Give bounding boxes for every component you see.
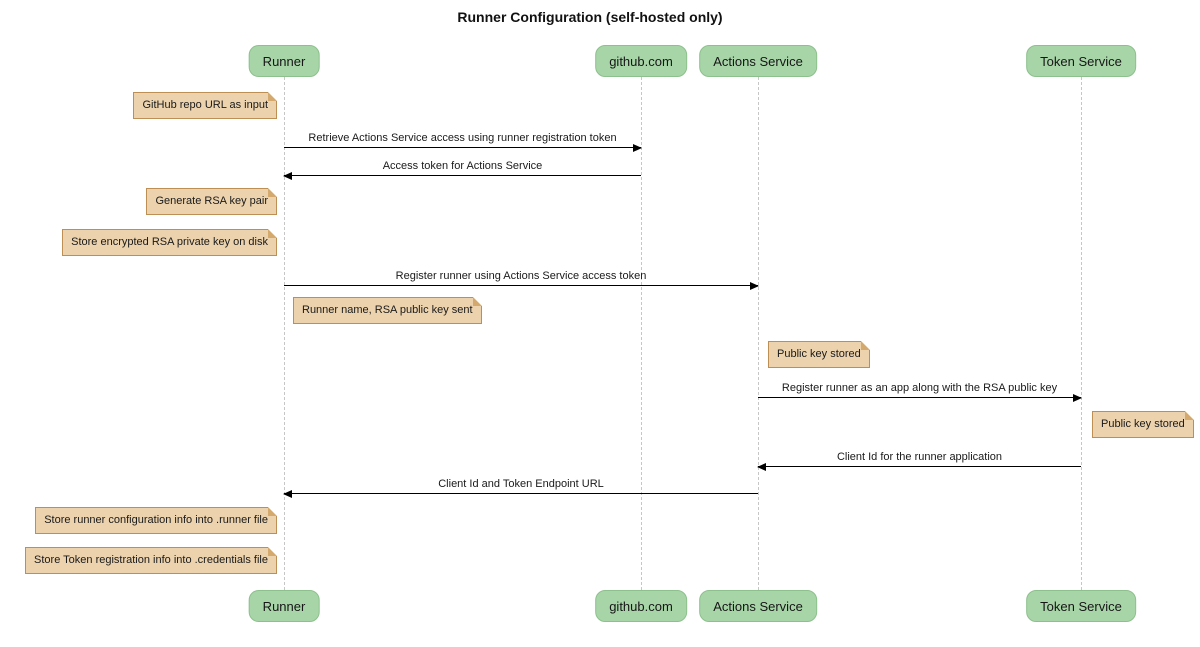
- note-runner-name-sent: Runner name, RSA public key sent: [293, 297, 482, 324]
- participant-actions-service-top: Actions Service: [699, 45, 817, 77]
- message-arrow: [284, 144, 642, 152]
- arrowhead-left-icon: [757, 463, 766, 471]
- diagram-title: Runner Configuration (self-hosted only): [457, 9, 723, 25]
- message-arrow: [283, 172, 641, 180]
- message-label: Register runner as an app along with the…: [781, 382, 1058, 394]
- arrowhead-right-icon: [750, 282, 759, 290]
- message-arrow: [283, 490, 758, 498]
- message-label: Client Id and Token Endpoint URL: [438, 478, 604, 490]
- participant-runner-bottom: Runner: [248, 590, 320, 622]
- message-retrieve-actions-access: Retrieve Actions Service access using ru…: [284, 132, 642, 152]
- message-register-app: Register runner as an app along with the…: [758, 382, 1082, 402]
- participant-token-service-top: Token Service: [1026, 45, 1136, 77]
- arrowhead-left-icon: [283, 490, 292, 498]
- message-arrow: [757, 463, 1081, 471]
- lifeline-runner: [284, 77, 285, 590]
- arrowhead-right-icon: [1073, 394, 1082, 402]
- arrowhead-right-icon: [633, 144, 642, 152]
- note-public-key-stored-actions: Public key stored: [768, 341, 870, 368]
- message-client-id-runner-app: Client Id for the runner application: [757, 451, 1081, 471]
- participant-token-service-bottom: Token Service: [1026, 590, 1136, 622]
- message-label: Register runner using Actions Service ac…: [395, 270, 647, 282]
- message-arrow: [758, 394, 1082, 402]
- note-store-private-key: Store encrypted RSA private key on disk: [62, 229, 277, 256]
- note-generate-rsa-key: Generate RSA key pair: [146, 188, 277, 215]
- message-arrow: [284, 282, 759, 290]
- message-client-id-endpoint: Client Id and Token Endpoint URL: [283, 478, 758, 498]
- note-store-credentials-file: Store Token registration info into .cred…: [25, 547, 277, 574]
- message-access-token: Access token for Actions Service: [283, 160, 641, 180]
- message-label: Retrieve Actions Service access using ru…: [308, 132, 617, 144]
- message-register-runner: Register runner using Actions Service ac…: [284, 270, 759, 290]
- participant-github-top: github.com: [595, 45, 687, 77]
- lifeline-actions-service: [758, 77, 759, 590]
- lifeline-token-service: [1081, 77, 1082, 590]
- arrowhead-left-icon: [283, 172, 292, 180]
- participant-runner-top: Runner: [248, 45, 320, 77]
- message-label: Client Id for the runner application: [836, 451, 1003, 463]
- note-store-runner-file: Store runner configuration info into .ru…: [35, 507, 277, 534]
- note-public-key-stored-token: Public key stored: [1092, 411, 1194, 438]
- participant-github-bottom: github.com: [595, 590, 687, 622]
- participant-actions-service-bottom: Actions Service: [699, 590, 817, 622]
- message-label: Access token for Actions Service: [382, 160, 543, 172]
- lifeline-github: [641, 77, 642, 590]
- note-github-repo-url: GitHub repo URL as input: [133, 92, 277, 119]
